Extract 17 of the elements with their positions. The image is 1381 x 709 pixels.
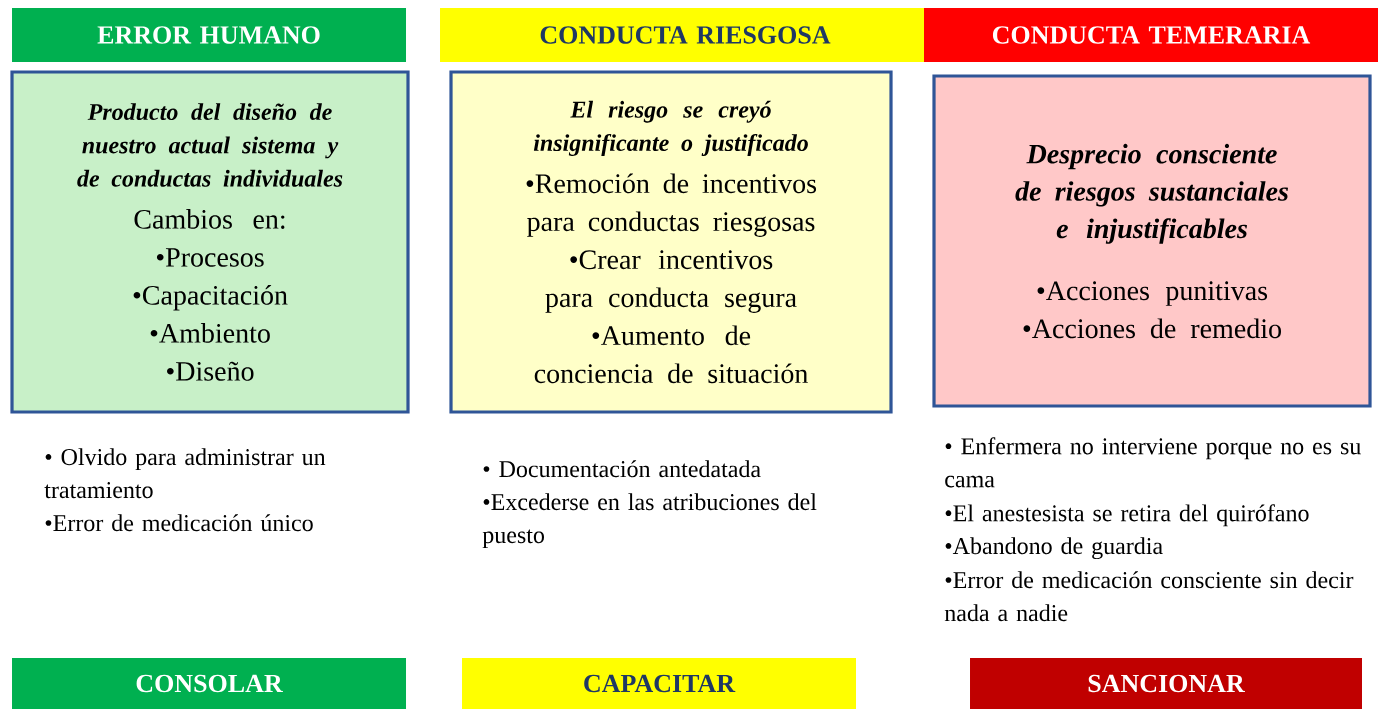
header-band: CONDUCTA RIESGOSA [440, 8, 930, 62]
header-band: ERROR HUMANO [12, 8, 406, 62]
example-text: •Error de medicación único [45, 514, 313, 532]
example-text: •Excederse en las atribuciones del puesto [482, 493, 817, 548]
example-text: • Olvido para administrar un tratamiento [44, 448, 326, 499]
header-band: CONDUCTA TEMERARIA [924, 8, 1378, 62]
example-text: • Documentación antedatada [483, 460, 761, 478]
action-band: CAPACITAR [462, 658, 856, 709]
content-box: El riesgo se creyó insignificante o justificado •Remoción de incentivos para conductas riesgosas •Crear incentivos para conducta segura •Aumento de conciencia de situación [449, 70, 893, 414]
example-text: •El anestesista se retira del quirófano [945, 504, 1309, 527]
action-band: CONSOLAR [12, 658, 406, 709]
content-box: Desprecio consciente de riesgos sustanciales e injustificables •Acciones punitivas •Acciones de remedio [932, 74, 1372, 408]
example-text: •Error de medicación consciente sin decir nada a nadie [944, 571, 1354, 622]
action-band: SANCIONAR [970, 658, 1362, 709]
example-text: • Enfermera no interviene porque no es su cama [945, 437, 1361, 488]
example-text: •Abandono de guardia [945, 537, 1163, 560]
content-box: Producto del diseño de nuestro actual sistema y de conductas individuales Cambios en: •Procesos •Capacitación •Ambiento •Diseño [10, 70, 410, 414]
